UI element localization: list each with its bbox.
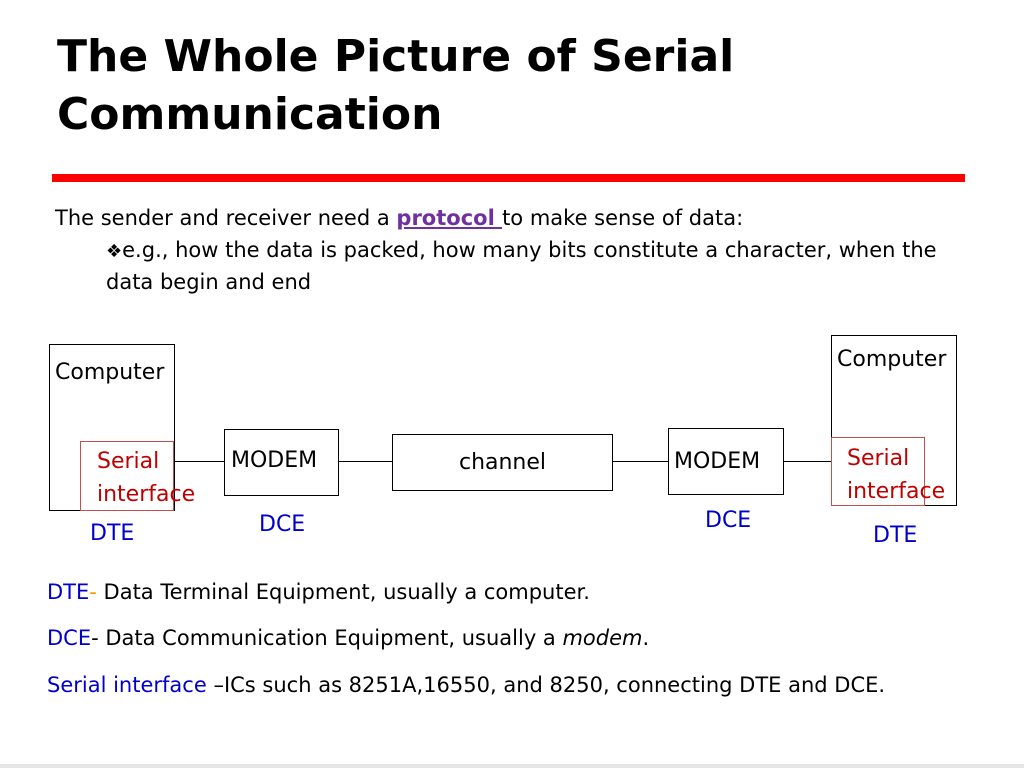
dte-description: Data Terminal Equipment, usually a compu… xyxy=(96,580,590,604)
footer-divider xyxy=(0,764,1024,768)
intro-paragraph: The sender and receiver need a protocol … xyxy=(55,203,975,234)
left-dce-label: DCE xyxy=(259,512,306,537)
dce-term: DCE xyxy=(47,626,92,650)
right-serial-label-line1: Serial xyxy=(847,446,910,471)
channel-box xyxy=(392,434,613,491)
dce-period: . xyxy=(642,626,650,650)
connector-line xyxy=(175,461,224,462)
right-dte-label: DTE xyxy=(873,523,918,548)
channel-label: channel xyxy=(458,450,547,475)
right-computer-label: Computer xyxy=(837,347,947,372)
diamond-bullet-icon: ❖ xyxy=(106,241,123,262)
title-underline-bar xyxy=(52,174,965,182)
dte-term: DTE xyxy=(47,580,90,604)
serial-interface-definition: Serial interface –ICs such as 8251A,1655… xyxy=(47,672,885,698)
left-serial-interface-box xyxy=(80,441,174,511)
right-modem-label: MODEM xyxy=(674,449,761,474)
dte-dash: - xyxy=(89,580,97,604)
protocol-link[interactable]: protocol xyxy=(396,206,503,230)
right-serial-interface-box xyxy=(831,437,925,506)
right-serial-label-line2: interface xyxy=(847,479,946,504)
dce-definition: DCE- Data Communication Equipment, usual… xyxy=(47,625,649,651)
left-computer-label: Computer xyxy=(55,360,165,385)
connector-line xyxy=(613,461,668,462)
dte-definition: DTE- Data Terminal Equipment, usually a … xyxy=(47,579,590,605)
serial-interface-term: Serial interface xyxy=(47,673,207,697)
left-modem-box xyxy=(224,429,339,496)
left-modem-label: MODEM xyxy=(231,448,318,473)
connector-line xyxy=(784,461,831,462)
right-modem-box xyxy=(668,428,784,495)
connector-line xyxy=(339,461,392,462)
serial-interface-description: –ICs such as 8251A,16550, and 8250, conn… xyxy=(206,673,886,697)
bullet-text: e.g., how the data is packed, how many b… xyxy=(106,238,937,294)
dce-modem-italic: modem xyxy=(562,626,643,650)
right-dce-label: DCE xyxy=(705,508,752,533)
intro-text-after: to make sense of data: xyxy=(502,206,744,230)
left-serial-label-line2: interface xyxy=(97,482,196,507)
intro-text-before: The sender and receiver need a xyxy=(55,206,397,230)
slide-title: The Whole Picture of Serial Communicatio… xyxy=(57,31,735,140)
left-serial-label-line1: Serial xyxy=(97,449,160,474)
bullet-item: ❖e.g., how the data is packed, how many … xyxy=(106,235,971,298)
left-dte-label: DTE xyxy=(90,521,135,546)
dce-description: - Data Communication Equipment, usually … xyxy=(91,626,563,650)
